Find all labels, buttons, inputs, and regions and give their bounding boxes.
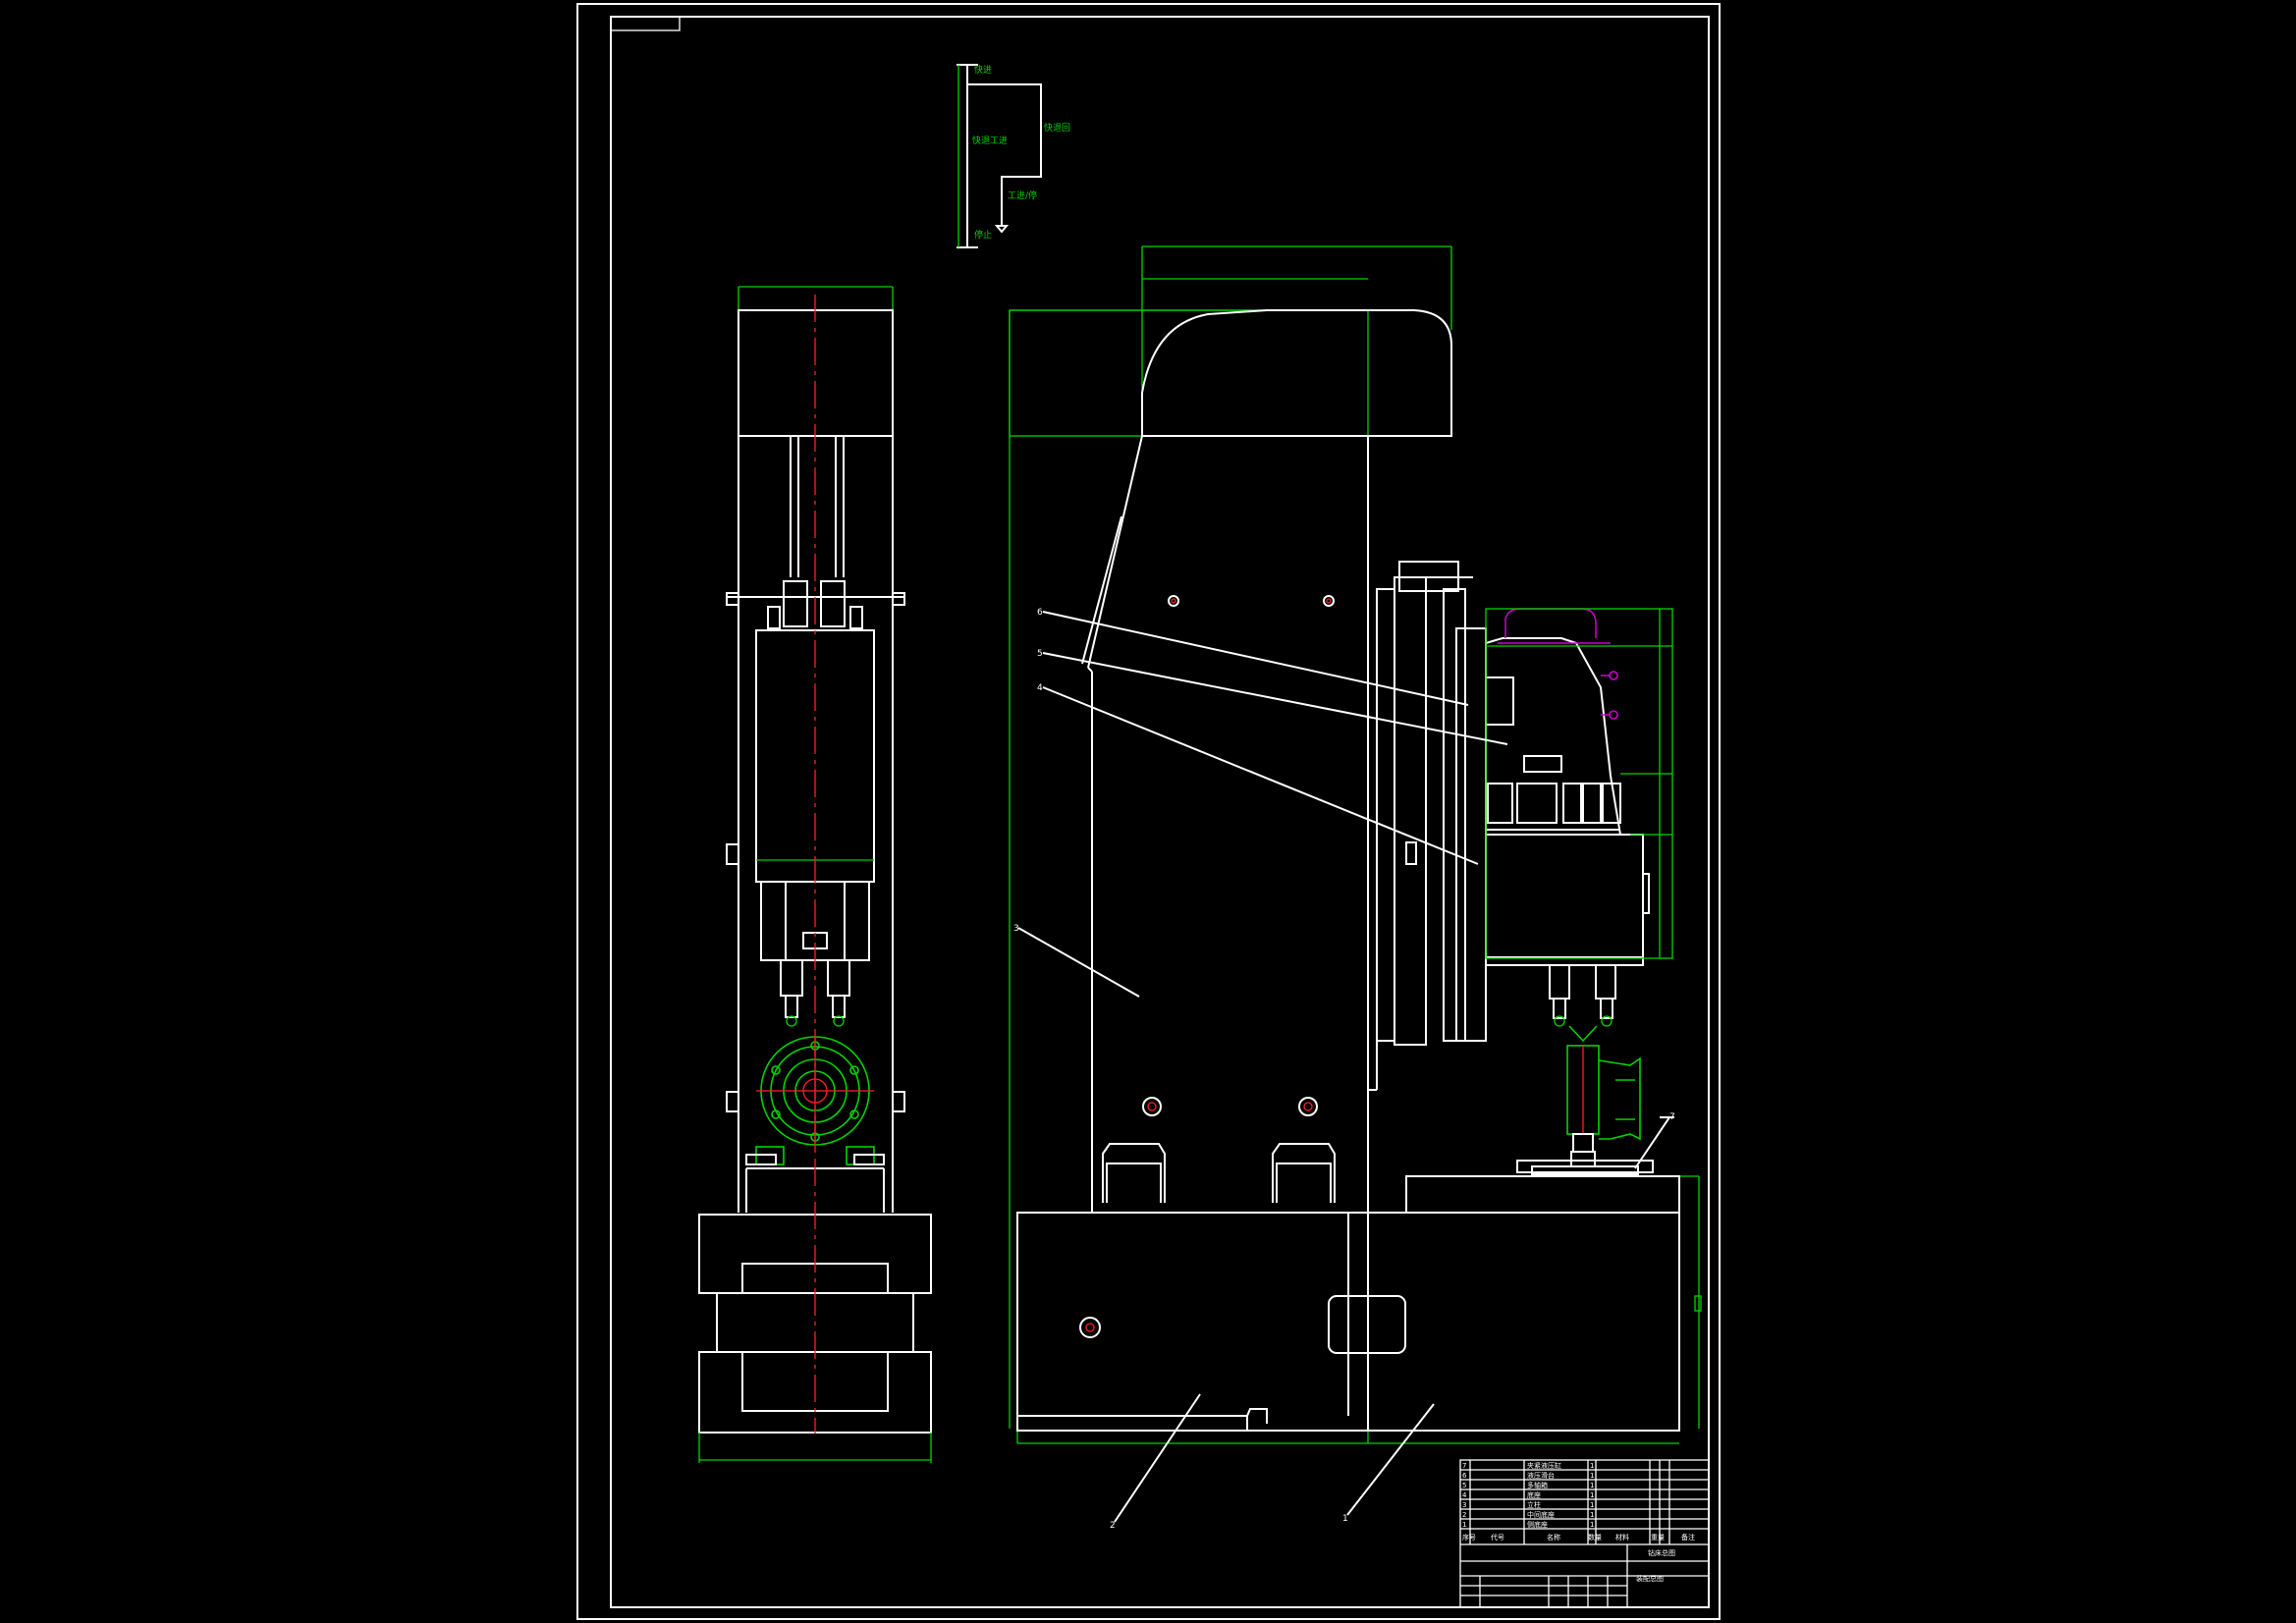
part-name: 中间底座 bbox=[1527, 1510, 1555, 1519]
working-cycle-diagram: 快进 快退工进 快退回 工进/停 停止 bbox=[957, 64, 1070, 248]
header-name: 名称 bbox=[1547, 1533, 1560, 1542]
part-no: 3 bbox=[1462, 1501, 1466, 1509]
cycle-label-mid-left: 快退工进 bbox=[972, 135, 1008, 146]
part-name: 立柱 bbox=[1527, 1500, 1541, 1509]
part-qty: 1 bbox=[1590, 1521, 1594, 1529]
leader-number-2: 2 bbox=[1110, 1521, 1116, 1531]
header-material: 材料 bbox=[1615, 1533, 1629, 1542]
part-name: 底座 bbox=[1527, 1490, 1541, 1499]
header-qty: 数量 bbox=[1588, 1533, 1602, 1542]
part-no: 6 bbox=[1462, 1472, 1467, 1480]
header-code: 代号 bbox=[1491, 1533, 1504, 1542]
cycle-label-bottom: 停止 bbox=[974, 229, 992, 241]
outer-border bbox=[576, 3, 1721, 1620]
corner-stamp bbox=[610, 16, 681, 31]
header-remark: 备注 bbox=[1681, 1533, 1695, 1542]
part-name: 侧底座 bbox=[1527, 1520, 1548, 1529]
header-weight: 重量 bbox=[1651, 1534, 1665, 1542]
part-no: 5 bbox=[1462, 1482, 1466, 1489]
header-no: 序号 bbox=[1462, 1533, 1476, 1542]
part-no: 7 bbox=[1462, 1462, 1466, 1470]
leader-number-3: 3 bbox=[1013, 924, 1019, 934]
part-no: 2 bbox=[1462, 1511, 1466, 1519]
cycle-label-top: 快进 bbox=[974, 64, 992, 76]
part-qty: 1 bbox=[1590, 1491, 1594, 1499]
leader-number-6: 6 bbox=[1037, 608, 1043, 618]
part-qty: 1 bbox=[1590, 1511, 1594, 1519]
part-no: 4 bbox=[1462, 1491, 1467, 1499]
drawing-number: 装配总图 bbox=[1636, 1574, 1664, 1583]
cycle-label-mid-right: 快退回 bbox=[1044, 122, 1070, 134]
part-no: 1 bbox=[1462, 1521, 1466, 1529]
front-view: 6 5 4 3 7 2 1 bbox=[1009, 245, 1702, 1531]
cycle-label-lower: 工进/停 bbox=[1008, 189, 1037, 201]
leader-number-5: 5 bbox=[1037, 649, 1043, 659]
part-qty: 1 bbox=[1590, 1462, 1594, 1470]
leader-number-7: 7 bbox=[1669, 1112, 1675, 1122]
title-block: 7 夹紧液压缸 1 6 液压滑台 1 5 多轴箱 1 4 底座 1 3 立柱 1… bbox=[1459, 1459, 1710, 1608]
leader-number-1: 1 bbox=[1342, 1514, 1348, 1524]
parts-list: 7 夹紧液压缸 1 6 液压滑台 1 5 多轴箱 1 4 底座 1 3 立柱 1… bbox=[1462, 1461, 1594, 1529]
part-name: 夹紧液压缸 bbox=[1527, 1461, 1561, 1470]
part-name: 液压滑台 bbox=[1527, 1471, 1555, 1480]
parts-list-header: 序号 代号 名称 数量 材料 重量 备注 bbox=[1462, 1533, 1695, 1542]
inner-border bbox=[610, 16, 1710, 1608]
drawing-name: 钻床总图 bbox=[1648, 1548, 1675, 1557]
part-qty: 1 bbox=[1590, 1501, 1594, 1509]
part-qty: 1 bbox=[1590, 1482, 1594, 1489]
leader-number-4: 4 bbox=[1037, 683, 1043, 693]
side-view bbox=[698, 286, 932, 1463]
part-qty: 1 bbox=[1590, 1472, 1594, 1480]
part-name: 多轴箱 bbox=[1527, 1481, 1548, 1489]
